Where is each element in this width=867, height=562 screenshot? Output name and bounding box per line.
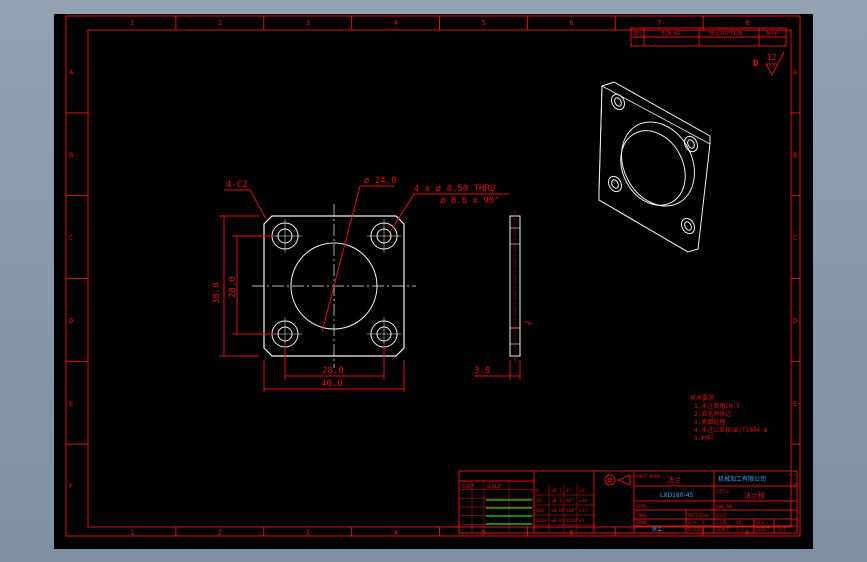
zone-row-left-D: D [69, 317, 73, 325]
height-overall-dim: 38.0 [212, 282, 222, 304]
note-line-5: 5.材料 [694, 434, 713, 442]
tb-part-name-label: PART NAME [636, 474, 661, 480]
outer-frame [65, 15, 801, 537]
tol-cell-3-3: ±5' [579, 518, 587, 524]
zone-col-top-7: 7 [657, 19, 661, 27]
zone-col-top-1: 1 [130, 19, 134, 27]
tb-material-label: MATERIAL [688, 513, 710, 519]
zone-row-right-C: C [793, 234, 797, 242]
rev-col-description: DESCRIPTION [709, 31, 742, 37]
zone-col-top-6: 6 [569, 19, 573, 27]
side-view: 3.0 √ [474, 210, 535, 380]
tb-drwn-label: DRWN [636, 520, 647, 526]
height-hole-spacing-dim: 28.0 [228, 276, 238, 298]
zone-col-bottom-3: 3 [306, 529, 310, 537]
tol-cell-0-3: ±1° [579, 488, 587, 494]
tol-cell-2-3: ±15' [579, 508, 590, 514]
tb-scale-label2: SCALE [716, 527, 730, 533]
zone-row-left-C: C [69, 234, 73, 242]
tol-cell-2-0: XXX [536, 508, 544, 514]
tb-chkd-label: CHKD [636, 513, 647, 519]
zone-col-bottom-1: 1 [130, 529, 134, 537]
tb-rev-label: REV [756, 520, 764, 526]
zone-row-right-D: D [793, 317, 797, 325]
tol-cell-3-1: ±0.01 [551, 518, 565, 524]
zone-row-left-F: F [69, 483, 73, 491]
tb-material-value: Q235 [716, 513, 727, 519]
note-line-4: 4.未注公差按GB/T1804-m [694, 426, 768, 434]
tb-part-name: 法兰 [667, 475, 681, 484]
zone-col-bottom-4: 4 [394, 529, 398, 537]
tb-size-label: SIZE [716, 520, 727, 526]
note-line-2: 2.去毛刺锐边 [694, 410, 731, 418]
surface-finish-symbol: D 12 [753, 51, 785, 77]
tb-weight: 0.03kg [688, 527, 705, 533]
zone-col-top-4: 4 [394, 19, 398, 27]
note-line-0: 技术要求 [690, 394, 714, 402]
tb-sheet-label: SHEET [756, 527, 770, 533]
chamfer-label: 4-C2 [226, 180, 248, 190]
tb-drwn-name: 张工 [652, 526, 662, 533]
rev-col-ecn: ECN NO [662, 31, 680, 37]
zone-row-left-B: B [69, 151, 73, 159]
tb-title: 法兰板 [744, 491, 765, 500]
thickness-dim: 3.0 [474, 366, 490, 376]
surface-finish-letter: D [753, 59, 759, 69]
technical-notes: 技术要求1.未注倒角C0.52.去毛刺锐边3.表面处理4.未注公差按GB/T18… [690, 394, 768, 442]
tol-cell-2-1: ±0.05 [551, 508, 565, 514]
zone-col-bottom-2: 2 [218, 529, 222, 537]
rev-col-rev: REV [633, 31, 642, 37]
rev-col-appr: APPR [766, 31, 779, 37]
tb-title-label: TITLE [716, 489, 730, 495]
tol-cell-1-3: ±30' [579, 498, 590, 504]
tb-company: 机械加工有限公司 [718, 475, 766, 483]
bore-diameter-label: ø 24.0 [364, 176, 397, 186]
tol-cell-0-0: X [536, 488, 539, 494]
tb-scale: 1:1 [736, 527, 744, 533]
zone-col-top-3: 3 [306, 19, 310, 27]
hole-callout-label: 4 x ø 4.50 THRU [414, 184, 495, 194]
zone-col-top-5: 5 [481, 19, 485, 27]
zone-row-right-B: B [793, 151, 797, 159]
zone-row-left-A: A [69, 68, 74, 76]
tb-size: A4 [736, 520, 742, 526]
zone-row-right-A: A [793, 68, 798, 76]
note-line-1: 1.未注倒角C0.5 [694, 402, 740, 410]
tb-drawing-no: LXD180-45 [660, 492, 694, 499]
title-block: SURF SCALE X ±0.5 X° ±1° XX ±0.1 XX° ±30' XXX ±0.… [458, 470, 798, 534]
zone-row-right-F: F [793, 483, 797, 491]
width-overall-dim: 40.0 [321, 379, 343, 389]
tol-cell-2-2: XXX° [566, 508, 577, 514]
zone-col-top-8: 8 [745, 19, 749, 27]
tol-cell-1-0: XX [536, 498, 542, 504]
counterbore-callout-label: ø 8.6 x 90° [440, 196, 500, 206]
tol-cell-0-2: X° [566, 488, 572, 494]
tb-scale-label: SCALE [486, 484, 501, 490]
zone-row-left-E: E [69, 400, 73, 408]
width-hole-spacing-dim: 28.0 [322, 366, 344, 376]
side-edge-finish: √ [524, 320, 535, 326]
tol-cell-1-2: XX° [566, 498, 574, 504]
tb-qty: 1 [702, 520, 705, 526]
tb-sheet: 1/1 [778, 527, 786, 533]
tb-surf-label: SURF [462, 484, 474, 490]
inner-frame [87, 29, 792, 528]
tb-dwg-no-label: DWG NO [716, 504, 733, 510]
tb-appd-label: APPD [636, 504, 647, 510]
surface-finish-value: 12 [767, 53, 777, 62]
tol-cell-3-0: XXXX [536, 518, 547, 524]
front-view-dimensions: 4-C2 ø 24.0 4 x ø 4.50 THRU ø 8.6 x 90° … [212, 176, 509, 392]
tb-qty-label: QTY [688, 520, 696, 526]
isometric-view [598, 81, 711, 253]
zone-col-top-2: 2 [218, 19, 222, 27]
zone-row-right-E: E [793, 400, 797, 408]
note-line-3: 3.表面处理 [694, 418, 725, 426]
tol-cell-1-1: ±0.1 [551, 498, 562, 504]
tol-cell-0-1: ±0.5 [551, 488, 562, 494]
revision-table: REV ECN NO DESCRIPTION APPR [630, 27, 787, 47]
tol-cell-3-2: XXXX° [566, 518, 580, 524]
